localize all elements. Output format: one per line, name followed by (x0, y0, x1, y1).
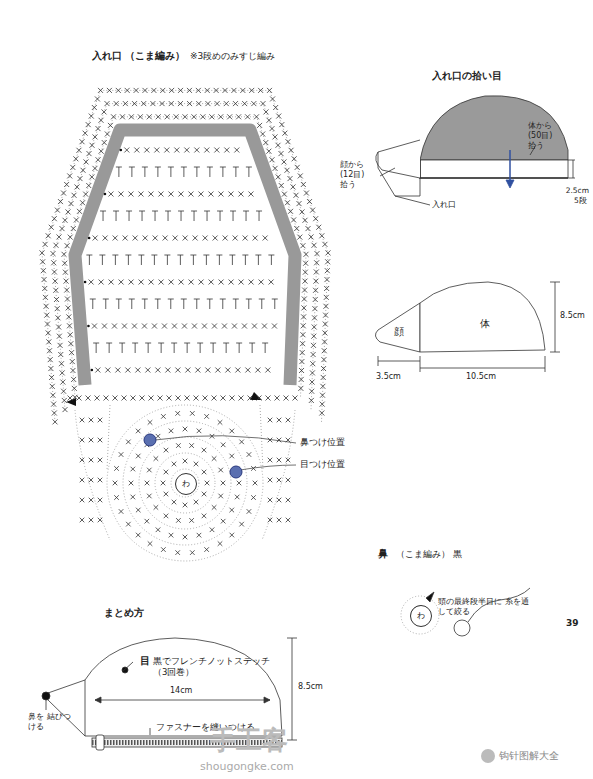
round-guide (42, 90, 328, 422)
stitch-chart (40, 88, 331, 561)
nose-figure (401, 588, 530, 636)
watermark: shougongke.com (200, 760, 294, 774)
annotation: まとめ方 (104, 607, 144, 620)
watermark-icon (481, 749, 495, 763)
annotation: 3.5cm (376, 372, 401, 382)
part-name: 体 (480, 318, 490, 329)
annotation: 目つけ位置 (300, 459, 345, 470)
annotation: 目 (140, 655, 150, 668)
part-name: わ (182, 480, 190, 489)
part-name: わ (417, 612, 425, 621)
annotation: 黒でフレンチノットステッチ （3回巻） (153, 656, 283, 677)
watermark: 手工客 (210, 724, 288, 757)
annotation: 8.5cm (298, 682, 323, 692)
annotation: 頭の最終段半目に 糸を通して絞る (438, 597, 530, 617)
round-guide (53, 104, 317, 410)
body-part: 顔 (382, 316, 416, 346)
round-guide (171, 469, 199, 497)
part-name: 顔 (394, 326, 404, 337)
annotation: 10.5cm (466, 372, 496, 382)
annotation: 鼻 (378, 548, 388, 561)
annotation: 2.5cm (566, 186, 589, 195)
annotation: 5段 (574, 196, 587, 205)
annotation: 8.5cm (560, 311, 585, 321)
round-guide (155, 453, 215, 513)
annotation: 入れ口 （こま編み） (92, 50, 185, 63)
position-markers (144, 434, 296, 478)
round-guide (75, 405, 295, 540)
round-guide (123, 421, 247, 545)
magic-ring: わ (175, 473, 197, 495)
round-guide (64, 117, 306, 398)
size-figure (375, 282, 560, 372)
round-guide (107, 405, 263, 561)
annotation: 鼻つけ位置 (300, 437, 345, 448)
annotation: 14cm (170, 686, 192, 696)
annotation: 体から (50目) 拾う (528, 121, 562, 151)
annotation: 入れ口の拾い目 (432, 70, 502, 83)
annotation: 鼻を 結びつける (28, 712, 78, 732)
annotation: 入れ口 (432, 200, 456, 210)
single-crochet-mark (40, 88, 331, 555)
pickup-figure (376, 96, 575, 205)
body-part: 体 (440, 298, 530, 348)
grey-band (75, 130, 295, 385)
round-guide (139, 437, 231, 529)
annotation: （こま編み） 黒 (396, 549, 462, 560)
annotation: ※3段めのみすじ編み (190, 51, 275, 62)
page-number: 39 (566, 618, 579, 629)
watermark: 钩针图解大全 (499, 750, 559, 763)
annotation: 顔から (12目) 拾う (340, 160, 374, 190)
slip-stitch-mark (84, 149, 122, 372)
magic-ring: わ (410, 605, 432, 627)
double-crochet-mark (86, 167, 277, 353)
